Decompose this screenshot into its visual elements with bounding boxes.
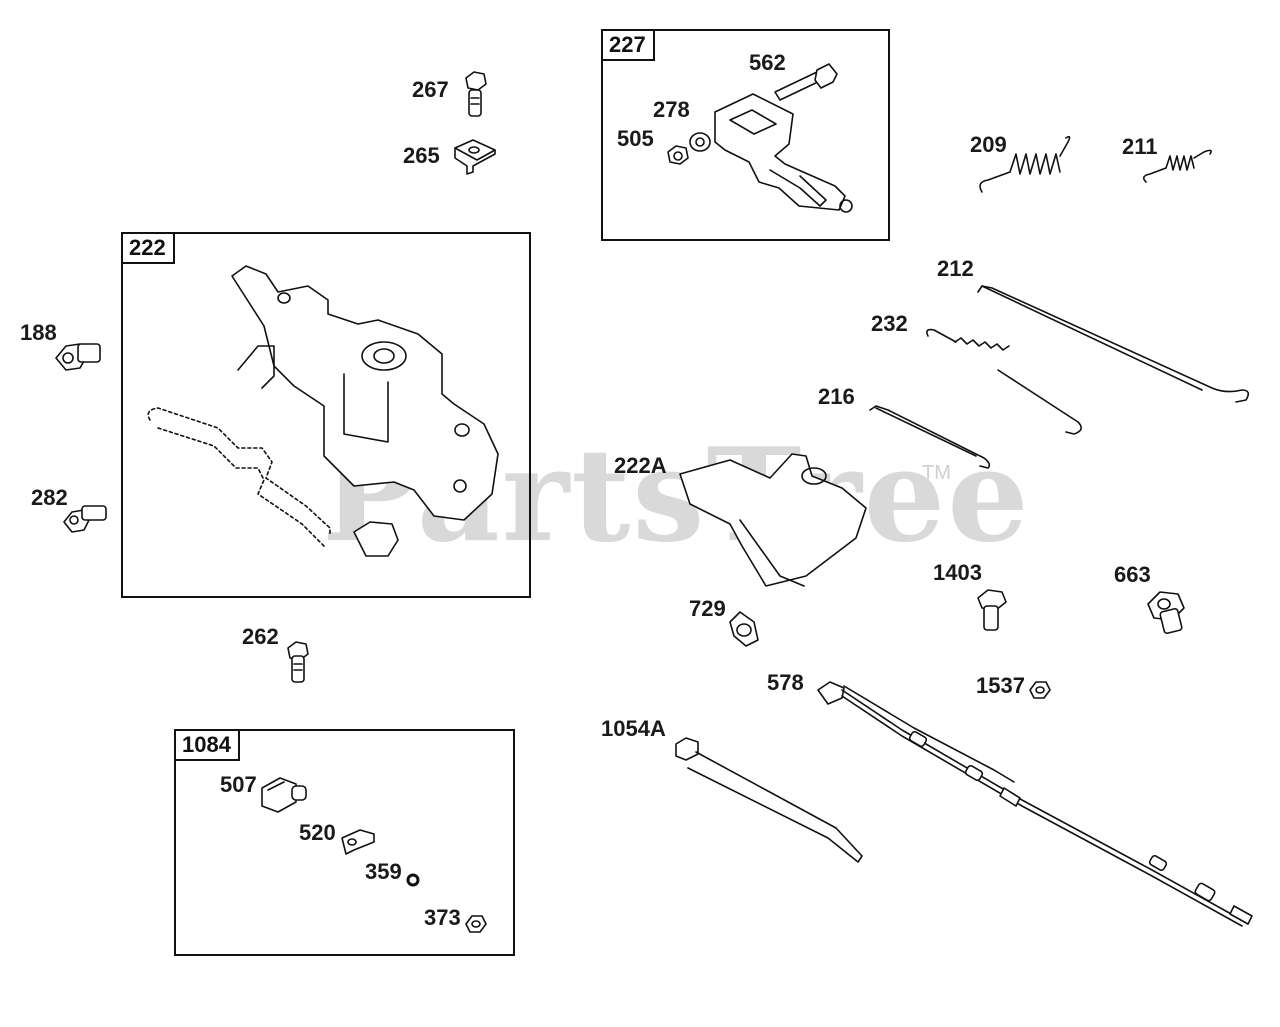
part-227-lever-bracket[interactable] bbox=[714, 93, 853, 213]
part-507-switch[interactable] bbox=[261, 777, 307, 813]
label-729[interactable]: 729 bbox=[689, 596, 726, 621]
label-1537[interactable]: 1537 bbox=[976, 673, 1025, 698]
label-282[interactable]: 282 bbox=[31, 485, 68, 510]
label-267[interactable]: 267 bbox=[412, 77, 449, 102]
part-562-pin[interactable] bbox=[774, 63, 838, 101]
part-222A-bracket[interactable] bbox=[679, 453, 867, 587]
label-373[interactable]: 373 bbox=[424, 905, 461, 930]
label-1403[interactable]: 1403 bbox=[933, 560, 982, 585]
kit-tag-222[interactable]: 222 bbox=[123, 234, 175, 265]
label-1054A[interactable]: 1054A bbox=[601, 716, 666, 741]
label-216[interactable]: 216 bbox=[818, 384, 855, 409]
part-232-spring-rod[interactable] bbox=[926, 328, 1082, 435]
part-188-bolt[interactable] bbox=[55, 343, 101, 371]
part-520-plate[interactable] bbox=[341, 829, 375, 855]
label-562[interactable]: 562 bbox=[749, 50, 786, 75]
part-262-bolt[interactable] bbox=[287, 641, 309, 683]
part-282-bolt[interactable] bbox=[63, 505, 107, 533]
label-222A[interactable]: 222A bbox=[614, 453, 667, 478]
watermark-trademark: TM bbox=[922, 462, 951, 484]
part-505-nut[interactable] bbox=[667, 145, 689, 165]
label-265[interactable]: 265 bbox=[403, 143, 440, 168]
part-1054A-cable-tie[interactable] bbox=[675, 737, 863, 863]
label-262[interactable]: 262 bbox=[242, 624, 279, 649]
part-212-rod[interactable] bbox=[977, 285, 1250, 403]
kit-tag-227[interactable]: 227 bbox=[603, 31, 655, 62]
part-359-ring[interactable] bbox=[406, 873, 420, 887]
part-222-governor-assembly[interactable] bbox=[147, 265, 499, 557]
label-578[interactable]: 578 bbox=[767, 670, 804, 695]
label-278[interactable]: 278 bbox=[653, 97, 690, 122]
part-278-washer[interactable] bbox=[689, 132, 711, 152]
kit-box-1084: 1084 bbox=[174, 729, 515, 956]
label-507[interactable]: 507 bbox=[220, 772, 257, 797]
label-232[interactable]: 232 bbox=[871, 311, 908, 336]
label-209[interactable]: 209 bbox=[970, 132, 1007, 157]
part-373-nut[interactable] bbox=[465, 915, 487, 933]
label-211[interactable]: 211 bbox=[1122, 134, 1158, 159]
kit-tag-1084[interactable]: 1084 bbox=[176, 731, 240, 762]
part-1537-nut[interactable] bbox=[1029, 681, 1051, 699]
kit-box-222: 222 bbox=[121, 232, 531, 598]
part-267-bolt[interactable] bbox=[465, 71, 487, 117]
part-211-spring[interactable] bbox=[1142, 149, 1212, 183]
label-520[interactable]: 520 bbox=[299, 820, 336, 845]
label-212[interactable]: 212 bbox=[937, 256, 974, 281]
label-505[interactable]: 505 bbox=[617, 126, 654, 151]
part-578-wire-harness[interactable] bbox=[817, 681, 1253, 927]
label-359[interactable]: 359 bbox=[365, 859, 402, 884]
part-729-clip[interactable] bbox=[729, 611, 759, 647]
kit-box-227: 227 bbox=[601, 29, 890, 241]
label-188[interactable]: 188 bbox=[20, 320, 57, 345]
part-1403-bolt[interactable] bbox=[977, 589, 1007, 631]
part-265-clip[interactable] bbox=[454, 139, 496, 175]
part-216-rod[interactable] bbox=[869, 405, 991, 469]
part-663-bolt[interactable] bbox=[1147, 591, 1185, 635]
part-209-spring[interactable] bbox=[979, 135, 1071, 193]
label-663[interactable]: 663 bbox=[1114, 562, 1151, 587]
